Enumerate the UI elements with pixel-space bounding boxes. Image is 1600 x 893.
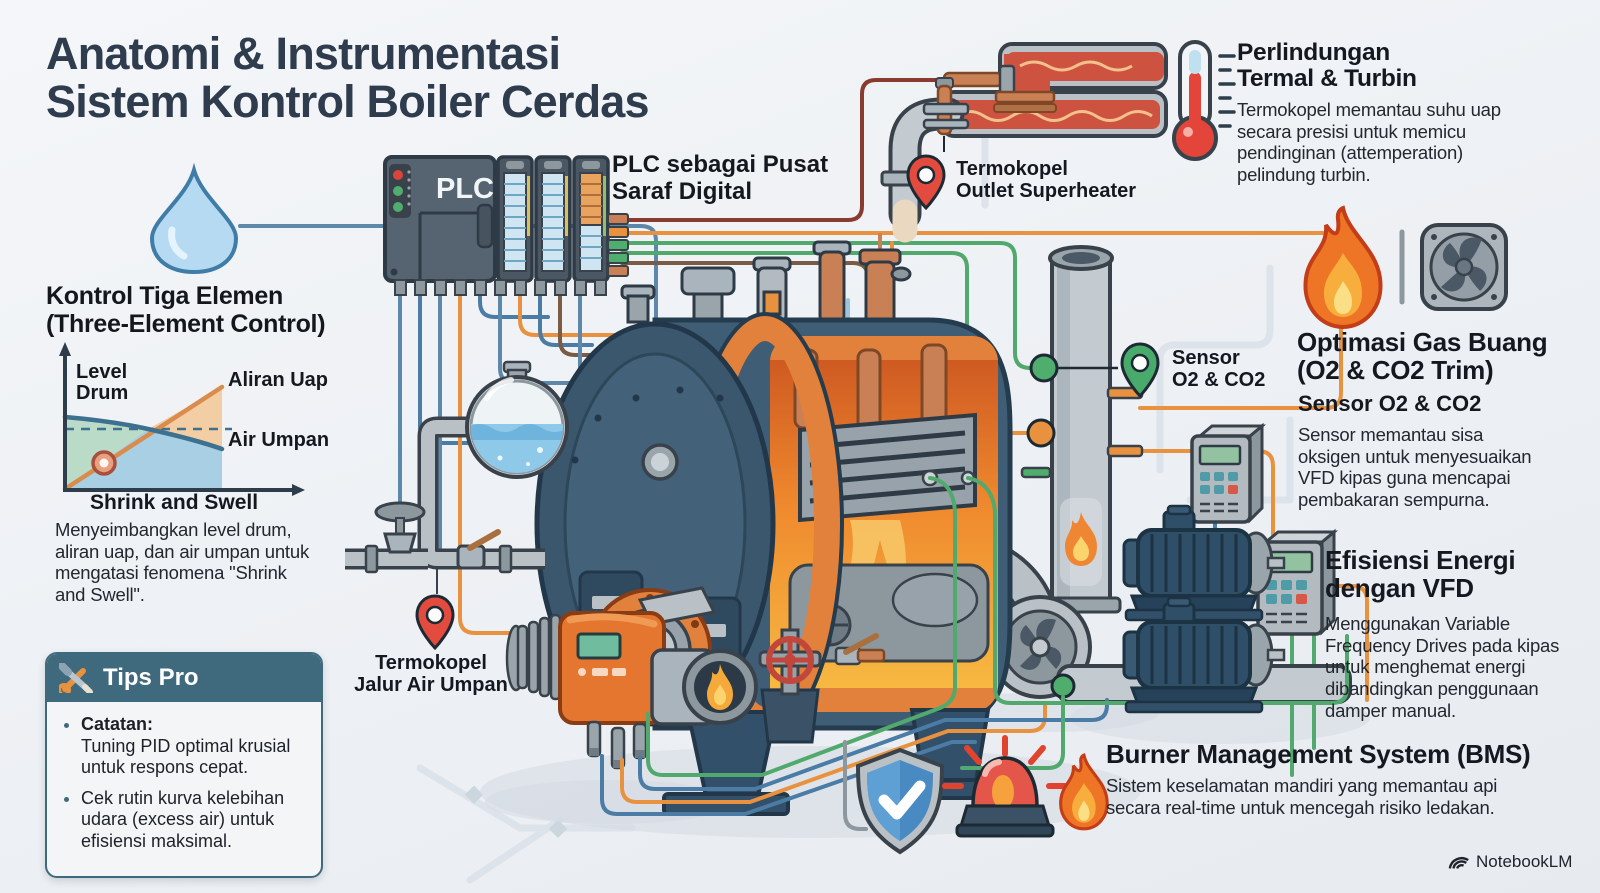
vfd-heading: Efisiensi Energi dengan VFD — [1325, 545, 1516, 604]
feedwater-pin-line2: Jalur Air Umpan — [354, 674, 508, 697]
chart-label-air-umpan: Air Umpan — [228, 429, 330, 451]
water-drop-icon — [149, 162, 239, 275]
shield-check-icon — [855, 747, 945, 855]
o2-pin-line2: O2 & CO2 — [1172, 369, 1266, 392]
tips-note-title: Catatan: — [81, 714, 154, 734]
plc-led-red — [393, 170, 403, 180]
o2-tap-dot — [1029, 353, 1059, 383]
watermark-text: NotebookLM — [1476, 852, 1573, 871]
thermal-heading-line1: Perlindungan — [1237, 39, 1390, 66]
gas-heading: Optimasi Gas Buang (O2 & CO2 Trim) — [1297, 327, 1548, 386]
superheater-pin-line1: Termokopel — [956, 158, 1068, 180]
three-element-body: Menyeimbangkan level drum, aliran uap, d… — [55, 519, 310, 605]
three-element-chart — [59, 342, 305, 496]
tools-icon — [59, 663, 93, 693]
plc-device: PLC — [383, 155, 629, 296]
page-title-line2: Sistem Kontrol Boiler Cerdas — [46, 75, 650, 127]
thermocouple-probe — [922, 77, 970, 152]
gas-heading-line2: (O2 & CO2 Trim) — [1297, 355, 1494, 386]
feedwater-pin-icon — [415, 594, 455, 651]
plc-caption-line2: Saraf Digital — [612, 177, 753, 205]
fan-icon — [1420, 223, 1508, 311]
bms-heading: Burner Management System (BMS) — [1106, 739, 1531, 769]
thermometer-icon — [1172, 40, 1236, 161]
tips-pro-body: Catatan: Tuning PID optimal krusial untu… — [47, 702, 321, 876]
vfd-heading-line1: Efisiensi Energi — [1325, 545, 1516, 575]
tips-pro-title: Tips Pro — [103, 664, 199, 691]
feedwater-pin-line1: Termokopel — [375, 652, 487, 674]
superheater-steam-pipes — [880, 42, 1168, 243]
thermal-heading-line2: Termal & Turbin — [1237, 65, 1417, 93]
fan-motor-2 — [1122, 596, 1286, 714]
tips-note-body: Tuning PID optimal krusial untuk respons… — [81, 735, 291, 778]
vfd-heading-line2: dengan VFD — [1325, 573, 1474, 604]
three-element-heading-line1: Kontrol Tiga Elemen — [46, 282, 283, 310]
three-element-heading-line2: (Three-Element Control) — [46, 309, 326, 338]
thermal-heading: Perlindungan Termal & Turbin — [1237, 39, 1417, 93]
vfd-body: Menggunakan Variable Frequency Drives pa… — [1325, 613, 1560, 721]
flame-icon-small — [1059, 753, 1109, 831]
burner-display — [576, 632, 622, 660]
stack-sensor-taps — [1020, 353, 1144, 479]
steam-drum-sphere — [465, 360, 569, 479]
o2-pin-icon — [1120, 342, 1160, 399]
plc-caption: PLC sebagai Pusat Saraf Digital — [612, 151, 829, 206]
burner-unit — [505, 586, 758, 770]
thermal-body: Termokopel memantau suhu uap secara pres… — [1237, 99, 1501, 185]
o2-pin-label: Sensor O2 & CO2 — [1172, 347, 1265, 392]
bms-body: Sistem keselamatan mandiri yang memantau… — [1106, 775, 1498, 818]
tips-pro-box: Tips Pro Catatan: Tuning PID optimal kru… — [45, 652, 323, 878]
three-element-heading: Kontrol Tiga Elemen (Three-Element Contr… — [46, 282, 326, 338]
vfd-drive-1 — [1190, 422, 1267, 524]
o2-pin-line1: Sensor — [1172, 347, 1240, 369]
duct-sensor-dot — [1050, 673, 1076, 699]
gas-subheading: Sensor O2 & CO2 — [1298, 391, 1482, 416]
plc-device-label: PLC — [436, 173, 494, 205]
superheater-pin-line2: Outlet Superheater — [956, 180, 1137, 203]
feedwater-pin-label: Termokopel Jalur Air Umpan — [345, 652, 517, 697]
superheater-pin-icon — [906, 154, 946, 211]
feedwater-lever-valve — [456, 529, 501, 570]
plc-led-green — [393, 186, 403, 196]
chart-label-level-drum: Level Drum — [76, 361, 129, 404]
feedwater-assembly — [345, 360, 569, 594]
plc-led-green2 — [393, 202, 403, 212]
co2-tap-dot — [1026, 418, 1056, 448]
watermark: NotebookLM — [1448, 852, 1572, 872]
siren-icon — [942, 735, 1068, 838]
tips-bullet-2: Cek rutin kurva kelebihan udara (excess … — [81, 788, 307, 853]
tips-bullet-1: Catatan: Tuning PID optimal krusial untu… — [81, 714, 307, 779]
blowdown-valve — [758, 628, 886, 744]
page-title: Anatomi & Instrumentasi Sistem Kontrol B… — [46, 28, 650, 127]
notebooklm-logo — [1448, 857, 1469, 869]
chart-label-aliran-uap: Aliran Uap — [228, 369, 329, 391]
plc-caption-line1: PLC sebagai Pusat — [612, 151, 829, 178]
feedwater-valve — [374, 501, 426, 554]
chart-caption: Shrink and Swell — [90, 491, 259, 514]
bottom-wire-bundle — [600, 476, 1349, 831]
background-diamonds — [464, 785, 568, 838]
tips-pro-header: Tips Pro — [47, 654, 321, 702]
flame-icon-large — [1303, 205, 1383, 330]
page-title-line1: Anatomi & Instrumentasi — [46, 28, 561, 79]
gas-body: Sensor memantau sisa oksigen untuk menye… — [1298, 424, 1532, 510]
gas-heading-line1: Optimasi Gas Buang — [1297, 327, 1548, 357]
superheater-pin-label: Termokopel Outlet Superheater — [956, 158, 1136, 203]
